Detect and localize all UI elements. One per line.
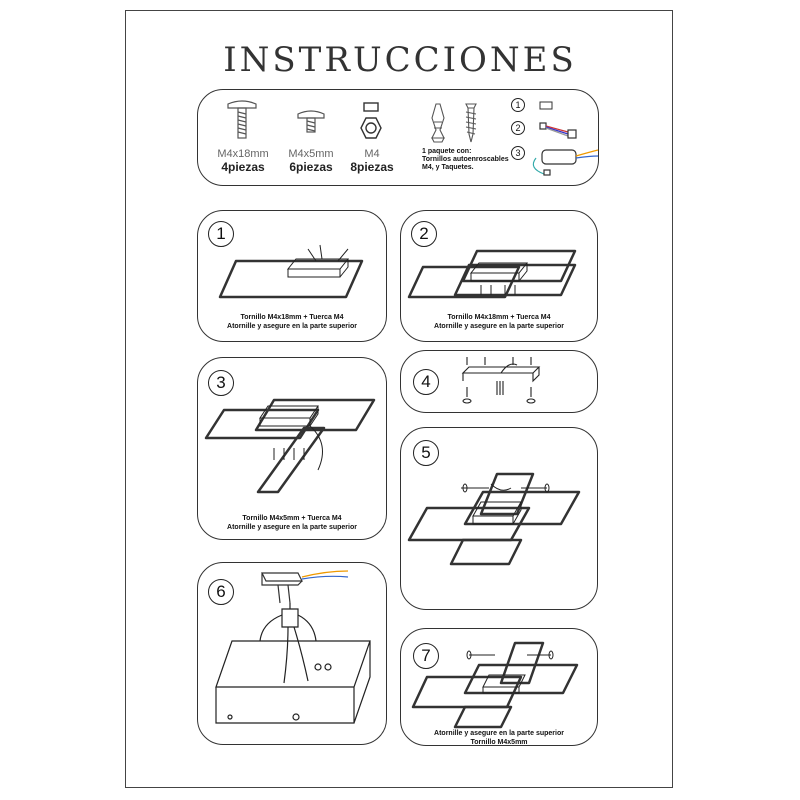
step-number: 3 bbox=[208, 370, 234, 396]
step-number: 1 bbox=[208, 221, 234, 247]
caption-line: Atornille y asegure en la parte superior bbox=[227, 524, 357, 531]
step-1-drawing bbox=[218, 244, 364, 299]
light-frame bbox=[218, 259, 364, 299]
step-number: 2 bbox=[411, 221, 437, 247]
caption-line: Tornillo M4x18mm + Tuerca M4 bbox=[240, 314, 344, 321]
long-bolt-icon bbox=[227, 100, 257, 139]
step-number: 5 bbox=[413, 440, 439, 466]
pack-note-line: 1 paquete con: bbox=[422, 148, 472, 155]
short-bolt-icon bbox=[297, 110, 325, 133]
part-label: M4 8piezas bbox=[340, 148, 404, 174]
part-size: M4x5mm bbox=[288, 148, 334, 160]
step-caption: Tornillo M4x5mm + Tuerca M4 Atornille y … bbox=[198, 514, 386, 532]
instruction-sheet-border bbox=[125, 10, 673, 788]
parts-drawing bbox=[227, 100, 599, 176]
part-label: M4x5mm 6piezas bbox=[270, 148, 352, 174]
step-caption: Tornillo M4x18mm + Tuerca M4 Atornille y… bbox=[401, 313, 597, 331]
connector-1-icon bbox=[539, 101, 553, 110]
step-number: 6 bbox=[208, 579, 234, 605]
step-5-panel: 5 bbox=[400, 427, 598, 610]
caption-line: Atornille y asegure en la parte superior bbox=[434, 323, 564, 330]
step-5-drawing bbox=[407, 472, 581, 566]
connector-number: 3 bbox=[511, 146, 525, 160]
step-6-drawing bbox=[215, 570, 371, 724]
pack-note-line: M4, y Taquetes. bbox=[422, 164, 474, 171]
part-quantity: 4piezas bbox=[221, 160, 265, 174]
step-4-panel: 4 bbox=[400, 350, 598, 413]
part-label: M4x18mm 4piezas bbox=[200, 148, 286, 174]
screw-icon bbox=[465, 103, 477, 143]
caption-line: Atornille y asegure en la parte superior bbox=[434, 730, 564, 737]
step-caption: Tornillo M4x18mm + Tuerca M4 Atornille y… bbox=[198, 313, 386, 331]
part-size: M4 bbox=[364, 148, 380, 160]
step-6-panel: 6 bbox=[197, 562, 387, 745]
hex-nut-icon bbox=[360, 102, 382, 139]
step-caption: Atornille y asegure en la parte superior… bbox=[401, 729, 597, 747]
ceiling-box bbox=[215, 640, 371, 724]
caption-line: Tornillo M4x18mm + Tuerca M4 bbox=[447, 314, 551, 321]
connector-number: 2 bbox=[511, 121, 525, 135]
step-3-drawing bbox=[204, 398, 376, 494]
connector-number: 1 bbox=[511, 98, 525, 112]
step-3-panel: 3 Tornillo M4x5mm + Tuerca M4 Atornille … bbox=[197, 357, 387, 540]
caption-line: Tornillo M4x5mm + Tuerca M4 bbox=[242, 515, 342, 522]
part-quantity: 6piezas bbox=[289, 160, 333, 174]
caption-line: Tornillo M4x5mm bbox=[470, 739, 528, 746]
step-4-drawing bbox=[461, 357, 541, 404]
parts-panel: M4x18mm 4piezas M4x5mm 6piezas M4 8pieza… bbox=[197, 89, 599, 186]
part-size: M4x18mm bbox=[217, 148, 269, 160]
mounting-bracket bbox=[461, 366, 541, 383]
page-title: INSTRUCCIONES bbox=[223, 40, 577, 80]
pack-note: 1 paquete con: Tornillos autoenroscables… bbox=[422, 148, 522, 172]
driver-3-icon bbox=[532, 149, 599, 176]
step-number: 7 bbox=[413, 643, 439, 669]
step-1-panel: 1 Tornillo M4x18mm + Tuerca M4 Atornille… bbox=[197, 210, 387, 342]
step-7-drawing bbox=[411, 641, 579, 729]
step-number: 4 bbox=[413, 369, 439, 395]
mounting-box bbox=[286, 258, 350, 278]
pack-note-line: Tornillos autoenroscables bbox=[422, 156, 509, 163]
part-quantity: 8piezas bbox=[350, 160, 394, 174]
step-2-panel: 2 Tornillo M4x18mm + Tuerca M4 Atornille… bbox=[400, 210, 598, 342]
step-2-drawing bbox=[407, 249, 577, 299]
wall-plug-icon bbox=[431, 103, 445, 143]
connector-2-icon bbox=[539, 122, 577, 139]
step-7-panel: 7 Atornille y asegure en la parte superi… bbox=[400, 628, 598, 746]
caption-line: Atornille y asegure en la parte superior bbox=[227, 323, 357, 330]
